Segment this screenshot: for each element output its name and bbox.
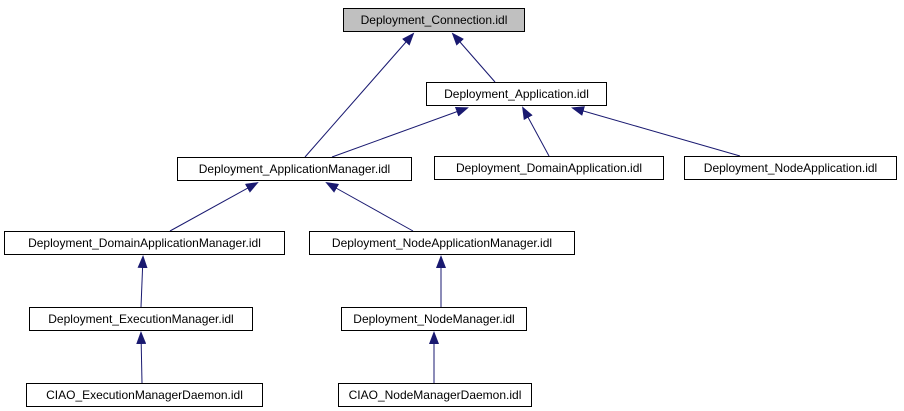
graph-node-node-manager[interactable]: Deployment_NodeManager.idl <box>341 307 527 331</box>
graph-edge-ciao-execution-manager-daemon-to-execution-manager <box>136 331 147 384</box>
graph-edge-domain-application-to-application <box>522 106 550 157</box>
graph-node-ciao-execution-manager-daemon[interactable]: CIAO_ExecutionManagerDaemon.idl <box>26 383 263 407</box>
graph-node-domain-application-manager[interactable]: Deployment_DomainApplicationManager.idl <box>4 231 285 255</box>
graph-edge-execution-manager-to-domain-application-manager <box>137 255 148 308</box>
graph-node-domain-application[interactable]: Deployment_DomainApplication.idl <box>434 156 664 180</box>
graph-edge-domain-application-manager-to-application-manager <box>169 182 259 232</box>
graph-node-node-application[interactable]: Deployment_NodeApplication.idl <box>684 156 897 180</box>
graph-edge-application-manager-to-application <box>331 107 469 158</box>
graph-edge-node-application-to-application <box>571 106 741 157</box>
graph-node-application-manager[interactable]: Deployment_ApplicationManager.idl <box>177 157 412 181</box>
graph-edge-node-application-manager-to-application-manager <box>325 182 414 232</box>
graph-edge-application-manager-to-connection <box>304 32 415 158</box>
edges-group <box>136 32 741 384</box>
graph-node-connection: Deployment_Connection.idl <box>343 8 525 32</box>
graph-node-execution-manager[interactable]: Deployment_ExecutionManager.idl <box>29 307 253 331</box>
graph-node-node-application-manager[interactable]: Deployment_NodeApplicationManager.idl <box>309 231 575 255</box>
graph-node-ciao-node-manager-daemon[interactable]: CIAO_NodeManagerDaemon.idl <box>338 383 532 407</box>
graph-edge-application-to-connection <box>451 32 496 83</box>
graph-node-application[interactable]: Deployment_Application.idl <box>426 82 607 106</box>
